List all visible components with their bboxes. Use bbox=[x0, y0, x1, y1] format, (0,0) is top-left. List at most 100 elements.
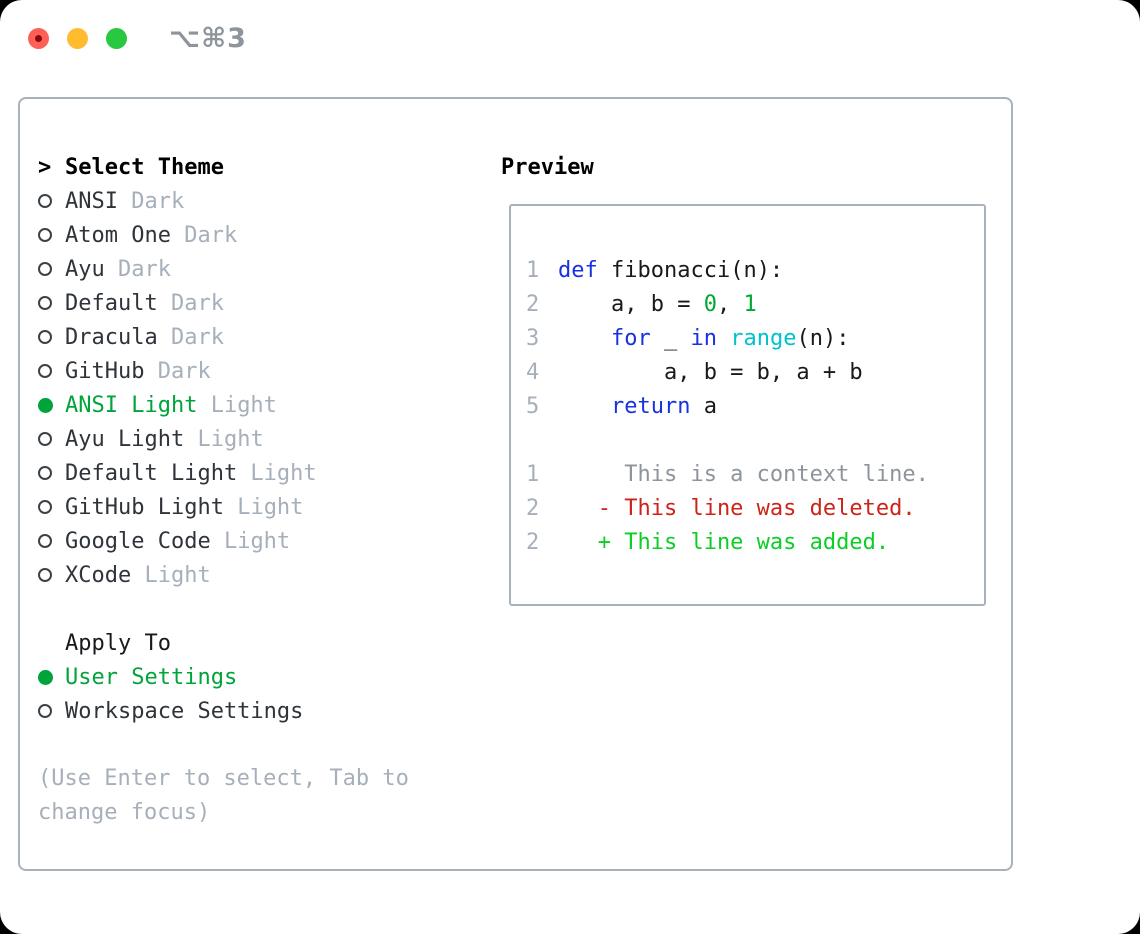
theme-option[interactable]: GitHub Dark bbox=[38, 354, 478, 388]
radio-circle bbox=[38, 534, 52, 548]
apply-option[interactable]: Workspace Settings bbox=[38, 694, 478, 728]
spacer bbox=[38, 728, 478, 762]
line-number: 3 bbox=[526, 325, 540, 351]
theme-option[interactable]: Default Dark bbox=[38, 286, 478, 320]
preview-heading: Preview bbox=[501, 154, 594, 180]
token-num: 1 bbox=[743, 291, 757, 317]
preview-header-row: Preview bbox=[501, 150, 594, 184]
theme-name: Google Code bbox=[65, 528, 211, 554]
select-theme-header-row: > Select Theme bbox=[38, 150, 478, 184]
code-line: 3 for _ in range(n): bbox=[511, 321, 984, 355]
theme-option[interactable]: Ayu Light Light bbox=[38, 422, 478, 456]
line-number: 1 bbox=[526, 257, 540, 283]
token-kw: in bbox=[690, 325, 717, 351]
theme-variant: Light bbox=[197, 392, 277, 418]
select-theme-heading: Select Theme bbox=[65, 154, 224, 180]
theme-option[interactable]: ANSI Light Light bbox=[38, 388, 478, 422]
theme-variant: Dark bbox=[157, 324, 224, 350]
theme-option[interactable]: ANSI Dark bbox=[38, 184, 478, 218]
line-content: for _ in range(n): bbox=[558, 326, 849, 351]
theme-variant: Light bbox=[184, 426, 264, 452]
radio-selected-icon bbox=[38, 397, 65, 413]
theme-variant: Light bbox=[237, 460, 317, 486]
token-ctx: This is a context line. bbox=[558, 461, 929, 487]
token-pl: a, b = b, a + b bbox=[558, 359, 863, 385]
token-kw: def bbox=[558, 257, 598, 283]
radio-icon bbox=[38, 330, 65, 344]
titlebar: ⌥⌘3 bbox=[28, 23, 247, 54]
theme-name: Dracula bbox=[65, 324, 158, 350]
theme-option[interactable]: Default Light Light bbox=[38, 456, 478, 490]
radio-circle bbox=[38, 194, 52, 208]
selection-prompt-icon: > bbox=[38, 154, 52, 180]
radio-icon bbox=[38, 534, 65, 548]
theme-option[interactable]: GitHub Light Light bbox=[38, 490, 478, 524]
theme-option[interactable]: Ayu Dark bbox=[38, 252, 478, 286]
theme-option[interactable]: XCode Light bbox=[38, 558, 478, 592]
theme-option[interactable]: Atom One Dark bbox=[38, 218, 478, 252]
apply-to-header-row: Apply To bbox=[38, 626, 478, 660]
theme-name: Default Light bbox=[65, 460, 238, 486]
token-pl bbox=[717, 326, 730, 351]
radio-icon bbox=[38, 364, 65, 378]
token-num: 0 bbox=[703, 291, 717, 317]
code-line: 2 a, b = 0, 1 bbox=[511, 287, 984, 321]
radio-icon bbox=[38, 466, 65, 480]
theme-variant: Dark bbox=[117, 188, 185, 214]
radio-icon bbox=[38, 568, 65, 582]
theme-variant: Dark bbox=[157, 290, 224, 316]
token-pl bbox=[558, 326, 611, 351]
apply-option[interactable]: User Settings bbox=[38, 660, 478, 694]
spacer bbox=[38, 592, 478, 626]
radio-selected-icon bbox=[38, 669, 65, 685]
radio-icon bbox=[38, 500, 65, 514]
theme-name: Ayu bbox=[65, 256, 105, 282]
token-pl: , bbox=[716, 291, 744, 317]
diff-added-line: 2 + This line was added. bbox=[511, 525, 984, 559]
radio-circle bbox=[38, 397, 53, 413]
line-content: - This line was deleted. bbox=[558, 496, 916, 521]
line-content: + This line was added. bbox=[558, 530, 889, 555]
apply-option-label: Workspace Settings bbox=[65, 698, 304, 724]
close-button[interactable] bbox=[28, 27, 49, 49]
code-line: 1 def fibonacci(n): bbox=[511, 253, 984, 287]
maximize-button[interactable] bbox=[106, 27, 127, 49]
token-del: - This line was deleted. bbox=[558, 495, 916, 521]
help-text: (Use Enter to select, Tab to change focu… bbox=[38, 766, 409, 825]
radio-circle bbox=[38, 669, 53, 685]
token-add: + This line was added. bbox=[558, 529, 890, 555]
theme-variant: Dark bbox=[144, 358, 211, 384]
radio-circle bbox=[38, 500, 52, 514]
radio-circle bbox=[38, 704, 52, 718]
radio-icon bbox=[38, 704, 65, 718]
code-line: 5 return a bbox=[511, 389, 984, 423]
radio-circle bbox=[38, 466, 52, 480]
line-number: 2 bbox=[526, 291, 540, 317]
radio-circle bbox=[38, 296, 52, 310]
line-content: def fibonacci(n): bbox=[558, 258, 783, 283]
diff-deleted-line: 2 - This line was deleted. bbox=[511, 491, 984, 525]
token-pl: fibonacci(n): bbox=[597, 257, 784, 283]
theme-option[interactable]: Google Code Light bbox=[38, 524, 478, 558]
apply-option-label: User Settings bbox=[65, 664, 238, 690]
theme-name: Atom One bbox=[65, 222, 171, 248]
minimize-button[interactable] bbox=[67, 27, 88, 49]
line-number: 4 bbox=[526, 359, 540, 385]
line-content: a, b = b, a + b bbox=[558, 360, 863, 385]
theme-option[interactable]: Dracula Dark bbox=[38, 320, 478, 354]
theme-variant: Light bbox=[131, 562, 211, 588]
token-pl: a, b = bbox=[558, 291, 704, 317]
blank-line bbox=[511, 423, 984, 457]
line-number: 5 bbox=[526, 393, 540, 419]
close-dot-icon bbox=[35, 34, 42, 42]
token-pl: _ bbox=[650, 325, 691, 351]
theme-name: ANSI Light bbox=[65, 392, 198, 418]
apply-to-heading: Apply To bbox=[65, 630, 171, 656]
